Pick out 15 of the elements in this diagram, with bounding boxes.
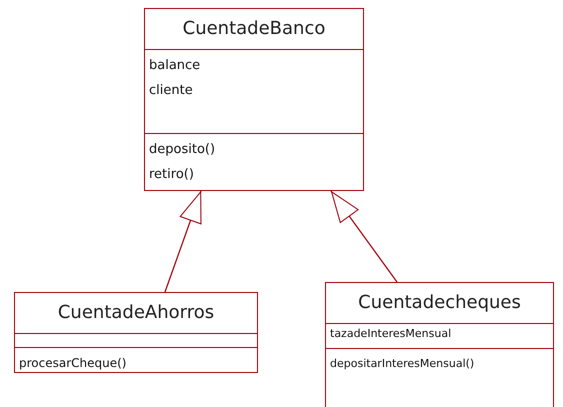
class-member: depositarInteresMensual()	[330, 356, 476, 372]
class-member: balance	[149, 57, 202, 75]
class-member: tazadeInteresMensual	[330, 326, 452, 342]
inheritance-arrow	[164, 190, 202, 292]
class-member: procesarCheque()	[19, 355, 128, 372]
class-box	[144, 8, 364, 191]
class-box	[325, 282, 554, 407]
class-name: Cuentadecheques	[357, 291, 522, 315]
inheritance-arrow	[330, 190, 398, 282]
class-member: retiro()	[149, 166, 195, 184]
class-name: CuentadeBanco	[182, 17, 326, 41]
class-member: deposito()	[149, 141, 216, 159]
class-name: CuentadeAhorros	[56, 301, 216, 325]
class-member: cliente	[149, 82, 194, 100]
class-box	[14, 292, 258, 373]
